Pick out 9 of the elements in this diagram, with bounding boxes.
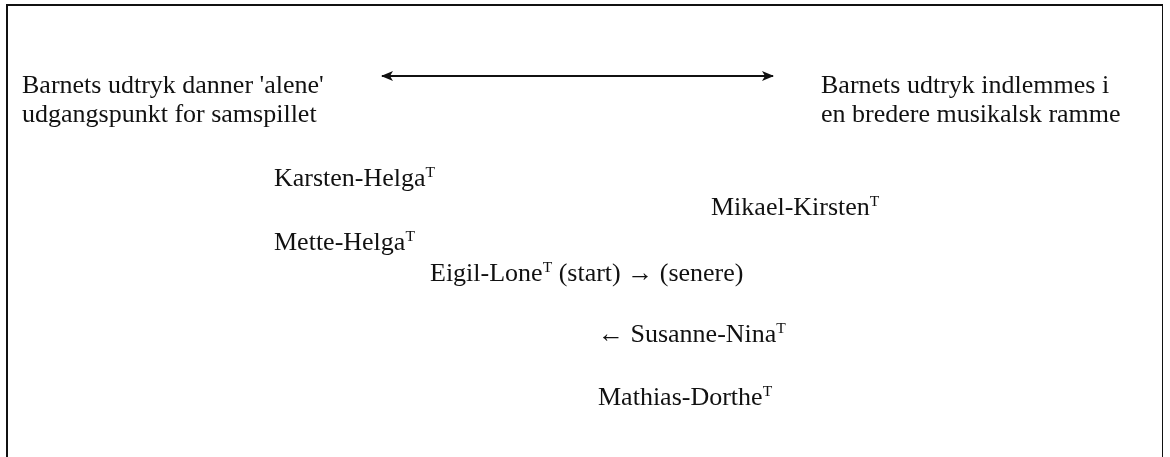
pair-label: Mikael-Kirsten$^{T}$: [711, 192, 880, 222]
pair-label: ← Susanne-Nina$^{T}$: [598, 319, 786, 349]
double-arrow: [381, 71, 774, 81]
pole-text: Barnets udtryk indlemmes i en bredere musikalsk ramme: [773, 70, 1161, 128]
pair-label: Eigil-Lone$^{T}$ (start) → (senere): [430, 258, 744, 288]
pole-text: Barnets udtryk danner 'alene' udgangspunkt for samspillet: [22, 70, 382, 128]
pair-label: Karsten-Helga$^{T}$: [274, 163, 436, 193]
pair-label: Mette-Helga$^{T}$: [274, 227, 415, 257]
pair-label: Mathias-Dorthe$^{T}$: [598, 382, 773, 412]
